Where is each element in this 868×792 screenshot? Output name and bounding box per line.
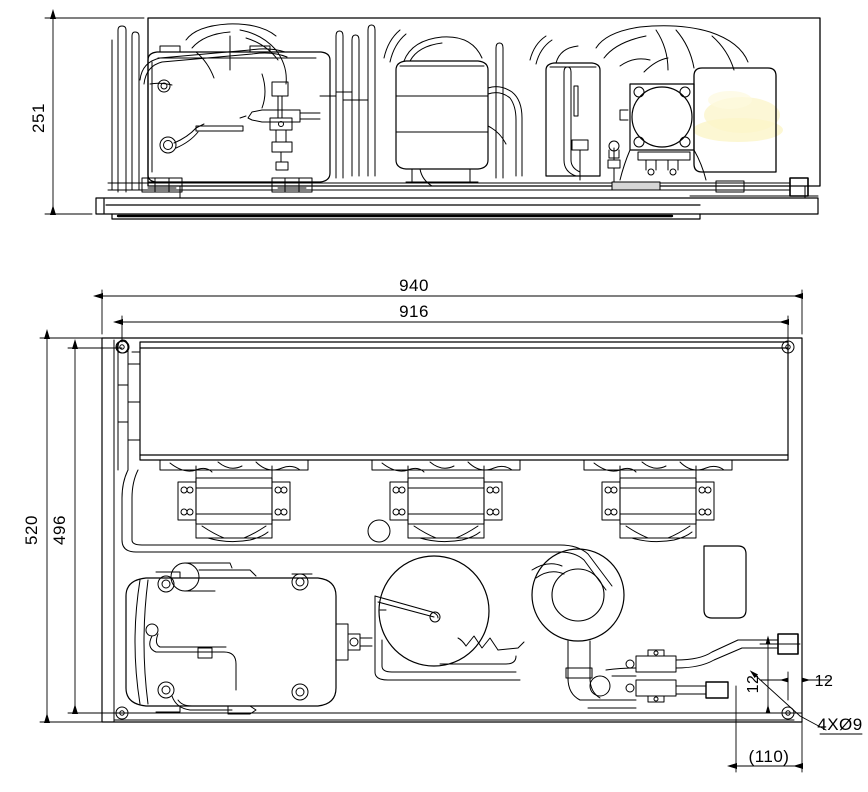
dimension-251 xyxy=(44,9,145,215)
dimension-label-916: 916 xyxy=(399,302,429,321)
plan-view xyxy=(101,337,803,723)
coil-header-pipes xyxy=(116,339,141,471)
electrical-control-box xyxy=(693,67,777,173)
compressor-body-plan xyxy=(125,562,373,715)
fan-blades-left xyxy=(185,23,287,109)
liquid-receiver-plan xyxy=(374,555,525,681)
suction-line-horizontal xyxy=(121,469,613,591)
dimension-12-vertical xyxy=(747,635,801,714)
dimension-940 xyxy=(93,289,803,335)
piping-bottom-right xyxy=(579,633,799,709)
sensor-bulb xyxy=(607,140,621,183)
fan-assembly-3 xyxy=(583,459,733,543)
dimension-label-4x-dia9: 4XØ9 xyxy=(817,715,862,734)
dimension-12-horizontal xyxy=(759,671,831,701)
piping-center xyxy=(319,24,407,179)
dimension-label-940: 940 xyxy=(399,276,429,295)
piping-right-of-receiver xyxy=(487,35,553,179)
suction-accumulator xyxy=(545,45,601,181)
compressor-body xyxy=(139,45,331,183)
dimension-label-12-vertical: 12 xyxy=(745,675,762,694)
condenser-coil-block xyxy=(139,341,789,461)
base-frame-rail xyxy=(95,197,819,220)
front-elevation-view xyxy=(95,17,821,220)
plan-inner-frame xyxy=(109,339,803,723)
valve-cluster xyxy=(269,81,293,171)
bottom-rail-front xyxy=(107,177,809,197)
dimension-label-520: 520 xyxy=(22,515,41,545)
fan-shroud-row xyxy=(159,459,733,543)
dimension-4x-dia9-leader xyxy=(749,670,863,735)
filter-drier xyxy=(239,109,321,123)
fan-assembly-2 xyxy=(371,459,521,543)
fan-assembly-1 xyxy=(159,459,309,543)
dimension-916 xyxy=(113,315,789,343)
dimension-label-251: 251 xyxy=(29,103,48,133)
electrical-control-box-plan xyxy=(703,545,747,619)
watermark-highlight xyxy=(693,91,783,142)
dimension-520 xyxy=(39,329,103,723)
fan-assembly-front-right xyxy=(595,25,749,181)
dimension-110 xyxy=(727,685,803,773)
dimension-label-496: 496 xyxy=(50,515,69,545)
liquid-receiver-tank xyxy=(395,36,489,187)
left-support-rail xyxy=(111,25,140,193)
suction-accumulator-plan xyxy=(531,548,625,701)
compressor-mount-left xyxy=(141,177,183,193)
dimension-label-12-horizontal: 12 xyxy=(815,673,834,690)
dimension-496 xyxy=(67,339,123,714)
dimension-label-110: (110) xyxy=(749,747,790,766)
